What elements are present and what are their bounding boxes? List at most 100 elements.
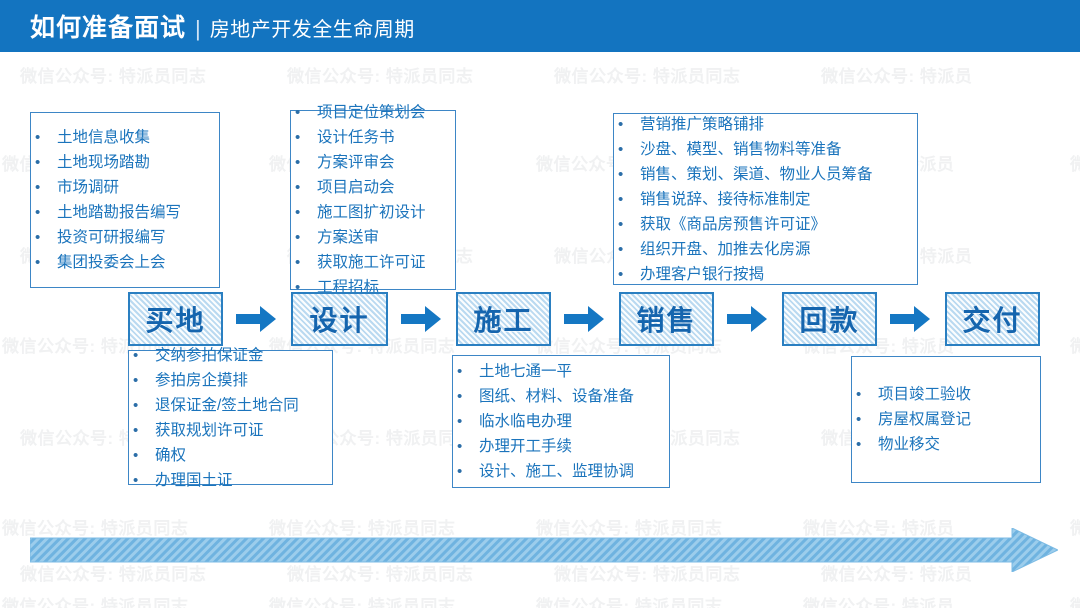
detail-box-land-acquisition-bottom: •交纳参拍保证金•参拍房企摸排•退保证金/签土地合同•获取规划许可证•确权•办理… bbox=[128, 347, 333, 489]
list-item: • 营销推广策略铺排 bbox=[614, 112, 917, 137]
watermark-text: 微信公众号: 特派员 bbox=[1070, 155, 1080, 174]
detail-box-land-acquisition-top: •土地信息收集•土地现场踏勘•市场调研•土地踏勘报告编写•投资可研报编写•集团投… bbox=[30, 112, 220, 288]
stage-label: 回款 bbox=[799, 305, 860, 336]
list-item-label: 设计任务书 bbox=[317, 129, 395, 146]
list-item-label: 办理开工手续 bbox=[479, 438, 573, 455]
list-item-label: 施工图扩初设计 bbox=[317, 204, 426, 221]
stage-box-交付[interactable]: 交付 bbox=[945, 292, 1040, 346]
bullet-icon: • bbox=[35, 254, 41, 271]
list-item-label: 沙盘、模型、销售物料等准备 bbox=[640, 140, 842, 158]
detail-box-construction-bottom: •土地七通一平•图纸、材料、设备准备•临水临电办理•办理开工手续•设计、施工、监… bbox=[452, 355, 670, 488]
list-item-label: 集团投委会上会 bbox=[57, 254, 166, 271]
list-item-label: 市场调研 bbox=[57, 179, 120, 196]
stage-box-销售[interactable]: 销售 bbox=[619, 292, 714, 346]
watermark-text: 微信公众号: 特派员同志 bbox=[269, 597, 456, 608]
list-item-label: 项目启动会 bbox=[317, 179, 395, 196]
stage-box-买地[interactable]: 买地 bbox=[128, 292, 223, 346]
stage-box-施工[interactable]: 施工 bbox=[456, 292, 551, 346]
list-item-label: 项目定位策划会 bbox=[317, 104, 426, 121]
watermark-text: 微信公众号: 特派员同志 bbox=[2, 597, 189, 608]
list-item: • 设计任务书 bbox=[291, 125, 455, 150]
list-item: • 获取《商品房预售许可证》 bbox=[614, 212, 917, 237]
list-item: • 土地现场踏勘 bbox=[31, 150, 219, 175]
list-item-label: 办理客户银行按揭 bbox=[640, 265, 765, 283]
stage-box-回款[interactable]: 回款 bbox=[782, 292, 877, 346]
list-item-label: 土地踏勘报告编写 bbox=[57, 204, 182, 221]
list-item: • 方案评审会 bbox=[291, 150, 455, 175]
list-item: • 市场调研 bbox=[31, 175, 219, 200]
timeline-arrow-shape bbox=[29, 527, 1060, 573]
stage-box-设计[interactable]: 设计 bbox=[291, 292, 388, 346]
list-item-label: 临水临电办理 bbox=[479, 413, 573, 430]
bullet-icon: • bbox=[295, 179, 301, 196]
list-item: •销售说辞、接待标准制定 bbox=[614, 187, 917, 212]
list-item: •退保证金/签土地合同 bbox=[129, 393, 332, 418]
list-item-label: 图纸、材料、设备准备 bbox=[479, 388, 635, 405]
bullet-icon: • bbox=[35, 229, 41, 246]
list-item: • 土地踏勘报告编写 bbox=[31, 200, 219, 225]
list-item-label: 退保证金/签土地合同 bbox=[155, 396, 299, 414]
bullet-icon: • bbox=[133, 421, 139, 439]
list-item: •工程招标 bbox=[291, 275, 455, 300]
page-subtitle: 房地产开发全生命周期 bbox=[209, 19, 415, 41]
arrow-construction-to-sales-icon bbox=[564, 304, 606, 334]
bullet-icon: • bbox=[295, 279, 301, 296]
list-item: • 沙盘、模型、销售物料等准备 bbox=[614, 137, 917, 162]
list-item: •获取规划许可证 bbox=[129, 418, 332, 443]
list-item: •办理开工手续 bbox=[453, 434, 669, 459]
list-item: • 办理客户银行按揭 bbox=[614, 262, 917, 287]
stage-label: 设计 bbox=[309, 305, 370, 336]
list-item-label: 房屋权属登记 bbox=[878, 411, 972, 428]
bullet-icon: • bbox=[618, 115, 624, 133]
slide-header: 如何准备面试 | 房地产开发全生命周期 bbox=[0, 0, 1080, 52]
bullet-icon: • bbox=[856, 386, 862, 403]
detail-box-delivery-bottom: •项目竣工验收•房屋权属登记•物业移交 bbox=[851, 356, 1041, 483]
list-item: • 图纸、材料、设备准备 bbox=[453, 384, 669, 409]
bullet-icon: • bbox=[133, 371, 139, 389]
detail-list: •营销推广策略铺排•沙盘、模型、销售物料等准备•销售、策划、渠道、物业人员筹备•… bbox=[614, 112, 917, 287]
list-item: • 投资可研报编写 bbox=[31, 225, 219, 250]
list-item-label: 物业移交 bbox=[878, 436, 941, 453]
bullet-icon: • bbox=[457, 463, 463, 480]
list-item-label: 土地现场踏勘 bbox=[57, 154, 151, 171]
bullet-icon: • bbox=[295, 154, 301, 171]
watermark-text: 微信公众号: 特派员同志 bbox=[20, 67, 207, 86]
list-item-label: 获取《商品房预售许可证》 bbox=[640, 215, 827, 233]
watermark-text: 微信公众号: 特派员 bbox=[1070, 597, 1080, 608]
list-item-label: 设计、施工、监理协调 bbox=[479, 463, 635, 480]
list-item: • 施工图扩初设计 bbox=[291, 200, 455, 225]
bullet-icon: • bbox=[618, 265, 624, 283]
watermark-text: 微信公众号: 特派员同志 bbox=[536, 597, 723, 608]
list-item-label: 方案评审会 bbox=[317, 154, 395, 171]
stage-label: 买地 bbox=[145, 305, 206, 336]
bullet-icon: • bbox=[618, 140, 624, 158]
bullet-icon: • bbox=[457, 363, 463, 380]
bullet-icon: • bbox=[618, 165, 624, 183]
bullet-icon: • bbox=[35, 154, 41, 171]
process-timeline-arrow bbox=[29, 527, 1060, 573]
list-item-label: 营销推广策略铺排 bbox=[640, 115, 765, 133]
list-item: •参拍房企摸排 bbox=[129, 368, 332, 393]
watermark-text: 微信公众号: 特派员同志 bbox=[554, 67, 741, 86]
bullet-icon: • bbox=[856, 411, 862, 428]
bullet-icon: • bbox=[35, 179, 41, 196]
bullet-icon: • bbox=[457, 388, 463, 405]
list-item-label: 投资可研报编写 bbox=[57, 229, 166, 246]
bullet-icon: • bbox=[618, 215, 624, 233]
list-item-label: 交纳参拍保证金 bbox=[155, 346, 264, 364]
bullet-icon: • bbox=[133, 471, 139, 489]
bullet-icon: • bbox=[295, 204, 301, 221]
list-item-label: 土地信息收集 bbox=[57, 129, 151, 146]
detail-list: •项目定位策划会•设计任务书•方案评审会•项目启动会•施工图扩初设计•方案送审•… bbox=[291, 100, 455, 300]
list-item: •办理国土证 bbox=[129, 468, 332, 493]
stage-label: 交付 bbox=[962, 305, 1023, 336]
bullet-icon: • bbox=[295, 129, 301, 146]
bullet-icon: • bbox=[35, 204, 41, 221]
detail-list: •项目竣工验收•房屋权属登记•物业移交 bbox=[852, 382, 1040, 457]
list-item-label: 获取施工许可证 bbox=[317, 254, 426, 271]
list-item: • 集团投委会上会 bbox=[31, 250, 219, 275]
list-item: •交纳参拍保证金 bbox=[129, 343, 332, 368]
list-item: •确权 bbox=[129, 443, 332, 468]
list-item-label: 确权 bbox=[155, 446, 187, 464]
